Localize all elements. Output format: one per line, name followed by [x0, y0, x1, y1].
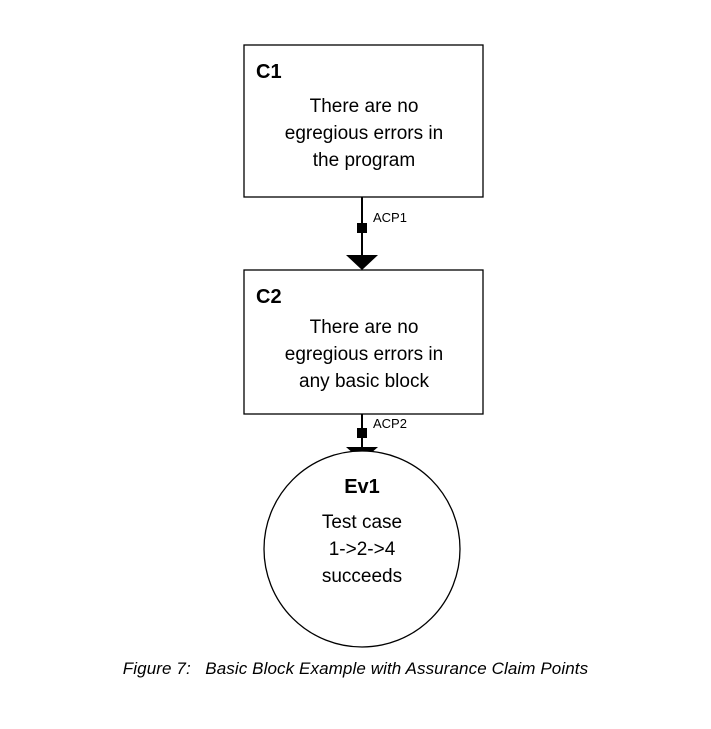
- acp2-marker: [357, 428, 367, 438]
- claim-id-c1: C1: [256, 61, 282, 83]
- evidence-text-ev1-line-3: succeeds: [322, 566, 402, 587]
- acp1-label: ACP1: [373, 210, 407, 225]
- claim-id-c2: C2: [256, 286, 282, 308]
- claim-box-c1: [243, 44, 484, 198]
- acp2-label: ACP2: [373, 416, 407, 431]
- claim-text-c2-line-1: There are no: [310, 317, 419, 338]
- claim-text-c1-line-2: egregious errors in: [285, 123, 443, 144]
- claim-text-c1-line-1: There are no: [310, 96, 419, 117]
- evidence-id-ev1: Ev1: [344, 476, 380, 498]
- claim-text-c2-line-3: any basic block: [299, 371, 429, 392]
- claim-node-c1: C1 There are no egregious errors in the …: [243, 44, 484, 198]
- claim-text-c1-line-3: the program: [313, 150, 415, 171]
- edge-c1-to-c2: ACP1: [346, 197, 407, 270]
- evidence-text-ev1-line-2: 1->2->4: [329, 539, 396, 560]
- evidence-circle-ev1: [263, 450, 461, 648]
- evidence-text-ev1-line-1: Test case: [322, 512, 402, 533]
- figure-caption: Figure 7: Basic Block Example with Assur…: [122, 659, 589, 678]
- claim-node-c2: C2 There are no egregious errors in any …: [243, 269, 484, 415]
- arrowhead-acp1: [346, 255, 378, 270]
- evidence-node-ev1: Ev1 Test case 1->2->4 succeeds: [263, 450, 461, 648]
- acp1-marker: [357, 223, 367, 233]
- assurance-case-diagram: C1 There are no egregious errors in the …: [243, 44, 484, 648]
- claim-box-c2: [243, 269, 484, 415]
- claim-text-c2-line-2: egregious errors in: [285, 344, 443, 365]
